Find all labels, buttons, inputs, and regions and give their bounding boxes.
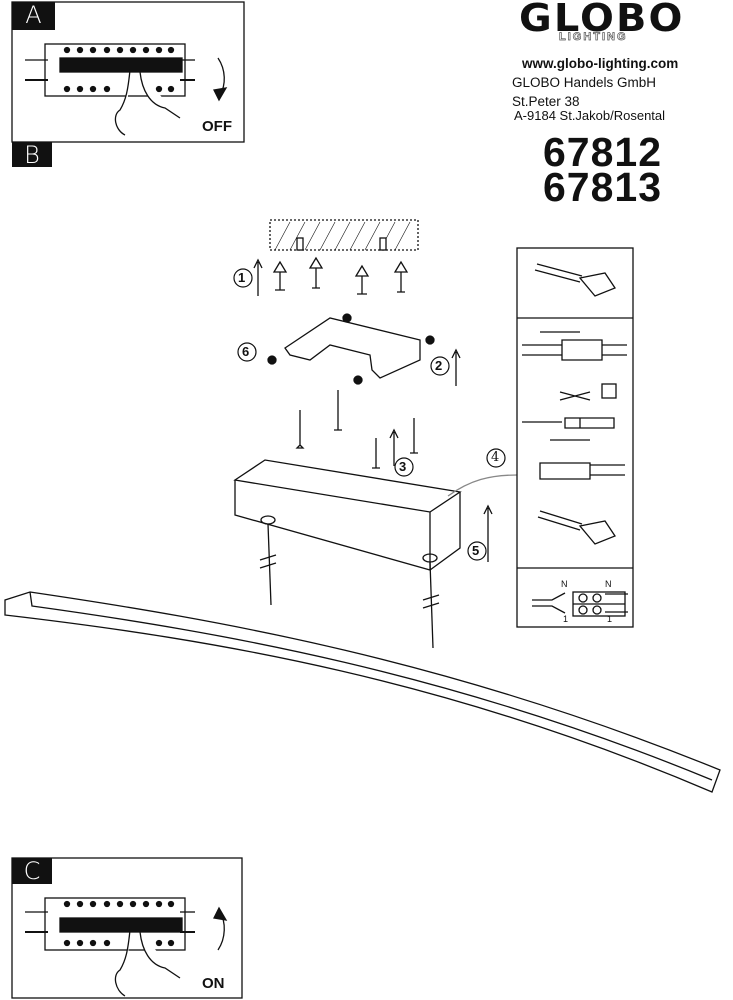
website: www.globo-lighting.com	[522, 56, 679, 71]
circuit-breaker-icon	[25, 43, 195, 136]
terminal-live-left: 1	[563, 614, 569, 624]
wiring-instructions-panel	[516, 247, 634, 628]
ceiling-icon	[269, 219, 419, 251]
off-label: OFF	[202, 118, 232, 135]
lamp-body-icon	[4, 591, 721, 793]
panel-c-frame	[11, 857, 243, 999]
street-address: St.Peter 38	[512, 94, 580, 109]
step-a-label: A	[12, 2, 55, 30]
step-number-1: 1	[238, 270, 246, 285]
on-label: ON	[202, 975, 225, 992]
step-b-label: B	[12, 142, 52, 168]
brand-logo: GLOBO	[519, 0, 685, 40]
step-number-6: 6	[242, 344, 250, 359]
model-number: 67812	[543, 129, 663, 175]
step-number-3: 3	[399, 459, 407, 474]
step-number-4: 4	[491, 450, 500, 465]
terminal-neutral-left: N	[561, 579, 568, 589]
up-arrows-icon	[253, 258, 493, 562]
step-c-label: C	[12, 858, 52, 884]
step-number-2: 2	[435, 358, 443, 373]
step-number-5: 5	[472, 543, 480, 558]
screws-icon	[295, 390, 418, 469]
terminal-neutral-right: N	[605, 579, 612, 589]
panel-a-frame	[11, 1, 245, 143]
city-address: A-9184 St.Jakob/Rosental	[514, 108, 666, 123]
model-number: 67813	[543, 164, 663, 210]
suspension-wires-icon	[259, 523, 440, 649]
terminal-live-right: 1	[607, 614, 613, 624]
company-name: GLOBO Handels GmbH	[512, 75, 657, 90]
wall-plugs-icon	[272, 256, 409, 295]
brand-logo-sub: LIGHTING	[559, 31, 628, 44]
circuit-breaker-icon	[25, 897, 195, 997]
mounting-bracket-icon	[284, 317, 421, 379]
callout-line	[447, 474, 518, 497]
canopy-box-icon	[233, 459, 462, 571]
